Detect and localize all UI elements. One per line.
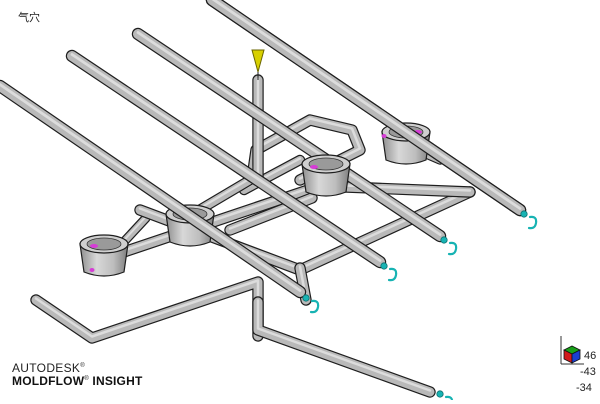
orientation-triad: 46 -43 -34 — [556, 334, 600, 400]
sprue — [251, 49, 265, 80]
vent-marker — [520, 210, 538, 230]
cooling-channel-top-front — [205, 0, 527, 217]
cooling-channel-4 — [0, 79, 307, 299]
vent-marker — [440, 236, 458, 256]
result-title: 气穴 — [18, 11, 40, 24]
brand-line-autodesk: AUTODESK® — [12, 361, 85, 375]
orientation-value-3: -34 — [576, 382, 592, 394]
orientation-value-1: 46 — [584, 350, 597, 362]
vent-marker — [302, 294, 320, 314]
vent-marker — [436, 390, 454, 400]
cavity-3 — [301, 154, 351, 197]
cooling-channel-2 — [131, 27, 447, 243]
cooling-channel-3 — [65, 49, 387, 269]
air-trap-marker — [381, 134, 387, 138]
cooling-channels-front — [0, 0, 527, 299]
runner-drop-lower — [252, 296, 436, 398]
injection-gate-icon — [251, 49, 265, 74]
orientation-value-2: -43 — [580, 366, 596, 378]
brand-logo: AUTODESK® MOLDFLOW® INSIGHT — [12, 362, 143, 387]
runner-left-loop — [30, 276, 264, 344]
vent-markers — [302, 210, 538, 400]
cavity-1 — [79, 234, 129, 277]
air-trap-marker — [89, 268, 95, 272]
air-trap-marker — [310, 165, 318, 169]
vent-marker — [380, 262, 398, 282]
brand-line-product: MOLDFLOW® INSIGHT — [12, 373, 143, 388]
air-trap-marker — [90, 244, 98, 248]
orientation-triad-icon — [560, 336, 584, 365]
